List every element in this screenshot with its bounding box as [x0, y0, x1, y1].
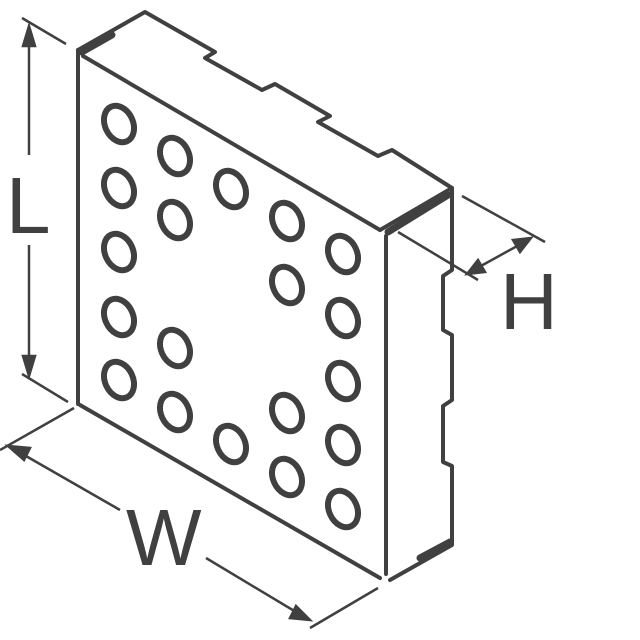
dimension-label-h: H	[500, 257, 558, 346]
pad-icon	[268, 455, 306, 499]
pad-icon	[100, 166, 138, 210]
pad-icon	[324, 296, 362, 340]
pad-icon	[212, 167, 250, 211]
pad-icon	[324, 487, 362, 531]
pad-icon	[100, 358, 138, 402]
pad-icon	[212, 422, 250, 466]
top-face-edge	[76, 10, 454, 190]
right-face-edge	[388, 188, 454, 582]
dimension-label-w: W	[126, 493, 202, 582]
pad-icon	[268, 391, 306, 435]
pad-icon	[268, 199, 306, 243]
front-bottom-edge	[78, 403, 382, 580]
pad-icon	[324, 232, 362, 276]
pad-icon	[156, 198, 194, 242]
pad-icon	[100, 295, 138, 339]
pad-icon	[268, 263, 306, 307]
pad-icon	[324, 359, 362, 403]
pad-icon	[100, 230, 138, 274]
pad-icon	[156, 326, 194, 370]
front-top-edge	[81, 54, 382, 232]
pad-grid	[100, 102, 362, 531]
pad-icon	[156, 390, 194, 434]
pad-icon	[100, 102, 138, 146]
dimension-label-l: L	[6, 161, 51, 250]
top-right-edge	[378, 186, 454, 232]
pad-icon	[324, 423, 362, 467]
pad-icon	[156, 134, 194, 178]
